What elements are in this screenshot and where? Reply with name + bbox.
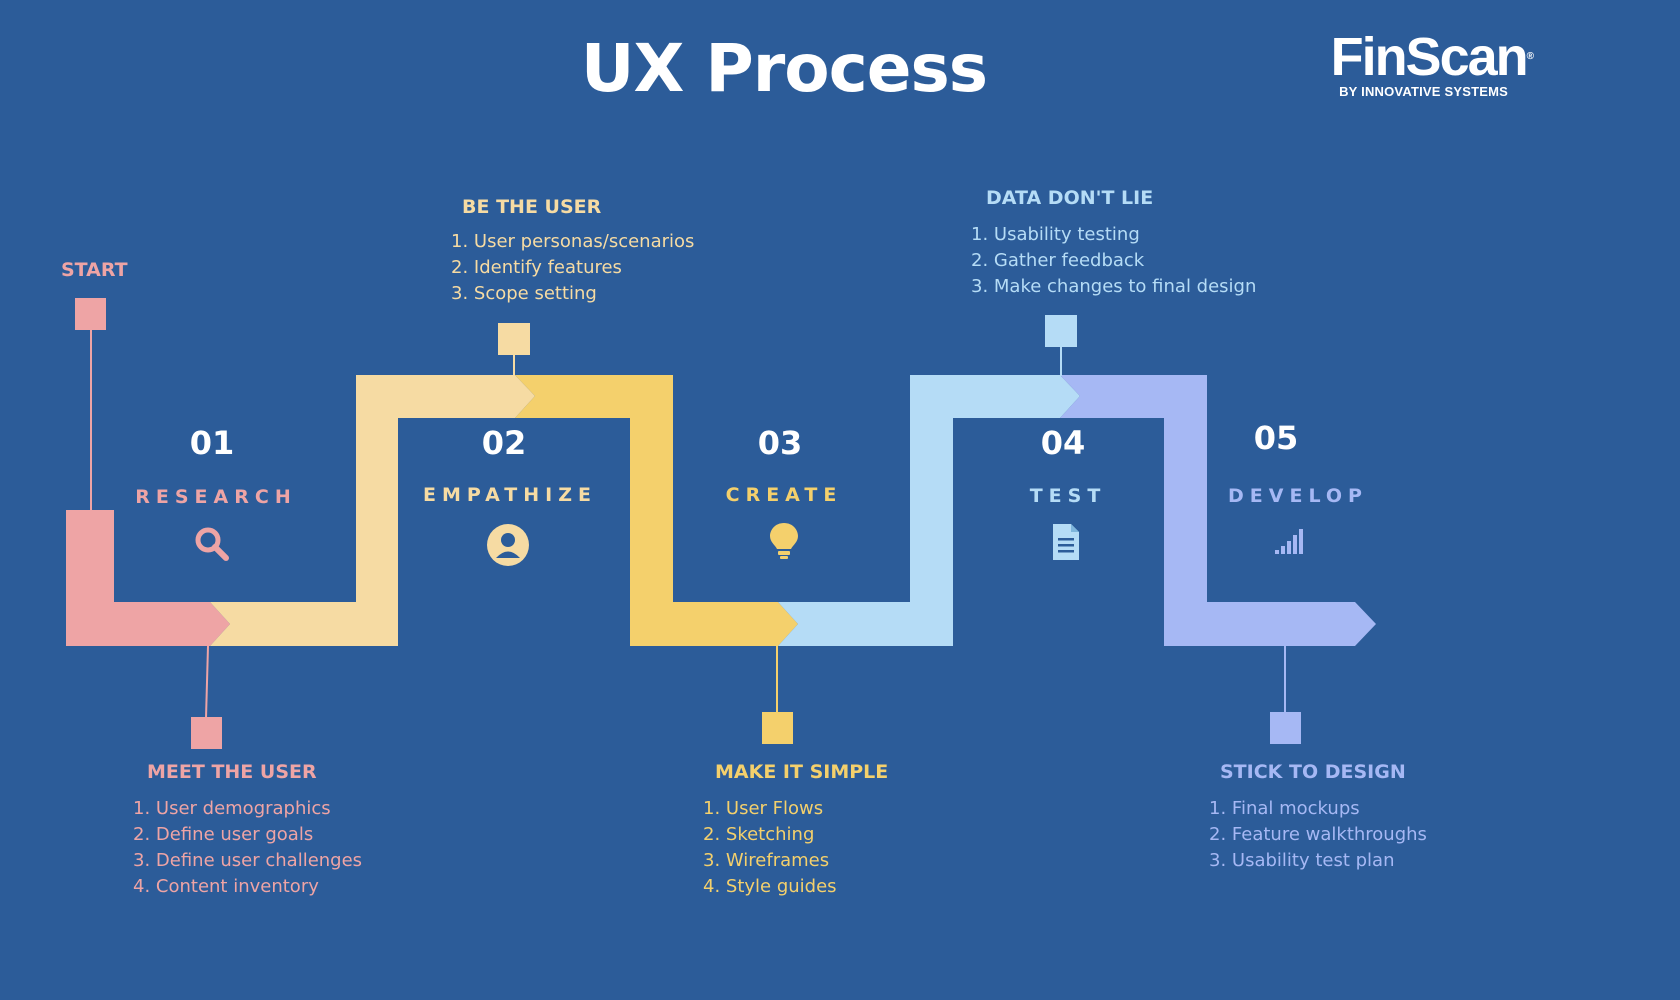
research-marker xyxy=(191,717,222,749)
magnifier-icon xyxy=(195,527,229,561)
list-item: 3. Define user challenges xyxy=(133,850,363,871)
logo-registered-mark: ® xyxy=(1526,51,1535,62)
test-marker xyxy=(1045,315,1077,347)
create-segment xyxy=(515,375,798,646)
lightbulb-icon xyxy=(770,523,798,559)
page-title: UX Process xyxy=(580,30,988,107)
phase-label-create: CREATE xyxy=(725,484,843,506)
empathize-items: 1. User personas/scenarios 2. Identify f… xyxy=(451,229,694,307)
step-number-03: 03 xyxy=(757,424,803,462)
list-item: 1. User demographics xyxy=(133,798,331,819)
list-item: 3. Make changes to final design xyxy=(971,276,1257,297)
step-number-01: 01 xyxy=(189,424,235,462)
empathize-marker xyxy=(498,323,530,355)
list-item: 1. Final mockups xyxy=(1209,798,1360,819)
heading-make-it-simple: MAKE IT SIMPLE xyxy=(715,761,889,783)
list-item: 2. Identify features xyxy=(451,257,622,278)
list-item: 4. Style guides xyxy=(703,876,837,897)
user-avatar-icon xyxy=(487,524,529,566)
phase-label-test: TEST xyxy=(1029,485,1107,507)
research-segment xyxy=(66,510,230,646)
start-marker xyxy=(75,298,106,330)
list-item: 1. User Flows xyxy=(703,798,824,819)
list-item: 2. Gather feedback xyxy=(971,250,1145,271)
list-item: 3. Usability test plan xyxy=(1209,850,1395,871)
test-segment xyxy=(778,375,1080,646)
phase-label-research: RESEARCH xyxy=(135,486,297,508)
test-items: 1. Usability testing 2. Gather feedback … xyxy=(971,222,1256,300)
heading-meet-the-user: MEET THE USER xyxy=(147,761,317,783)
research-connector xyxy=(205,645,209,719)
list-item: 2. Define user goals xyxy=(133,824,314,845)
phase-label-develop: DEVELOP xyxy=(1228,485,1368,507)
heading-data-dont-lie: DATA DON'T LIE xyxy=(986,187,1154,209)
list-item: 2. Sketching xyxy=(703,824,815,845)
research-items: 1. User demographics 2. Define user goal… xyxy=(133,796,362,900)
list-item: 3. Wireframes xyxy=(703,850,830,871)
finscan-logo: FinScan® BY INNOVATIVE SYSTEMS xyxy=(1330,27,1535,99)
signal-bars-icon xyxy=(1275,529,1303,554)
start-label: START xyxy=(61,259,128,281)
phase-label-empathize: EMPATHIZE xyxy=(423,484,597,506)
logo-tagline: BY INNOVATIVE SYSTEMS xyxy=(1339,84,1508,99)
process-path xyxy=(66,298,1376,749)
heading-be-the-user: BE THE USER xyxy=(462,196,602,218)
create-items: 1. User Flows 2. Sketching 3. Wireframes… xyxy=(703,796,837,900)
list-item: 1. User personas/scenarios xyxy=(451,231,695,252)
develop-items: 1. Final mockups 2. Feature walkthroughs… xyxy=(1209,796,1427,874)
list-item: 4. Content inventory xyxy=(133,876,319,897)
document-icon xyxy=(1053,524,1079,560)
step-number-02: 02 xyxy=(481,424,527,462)
develop-marker xyxy=(1270,712,1301,744)
empathize-segment xyxy=(210,375,535,646)
step-number-04: 04 xyxy=(1040,424,1086,462)
develop-segment xyxy=(1060,375,1376,646)
step-number-05: 05 xyxy=(1253,419,1299,457)
list-item: 3. Scope setting xyxy=(451,283,597,304)
heading-stick-to-design: STICK TO DESIGN xyxy=(1220,761,1406,783)
list-item: 2. Feature walkthroughs xyxy=(1209,824,1427,845)
create-marker xyxy=(762,712,793,744)
logo-wordmark: FinScan xyxy=(1330,27,1529,87)
list-item: 1. Usability testing xyxy=(971,224,1140,245)
